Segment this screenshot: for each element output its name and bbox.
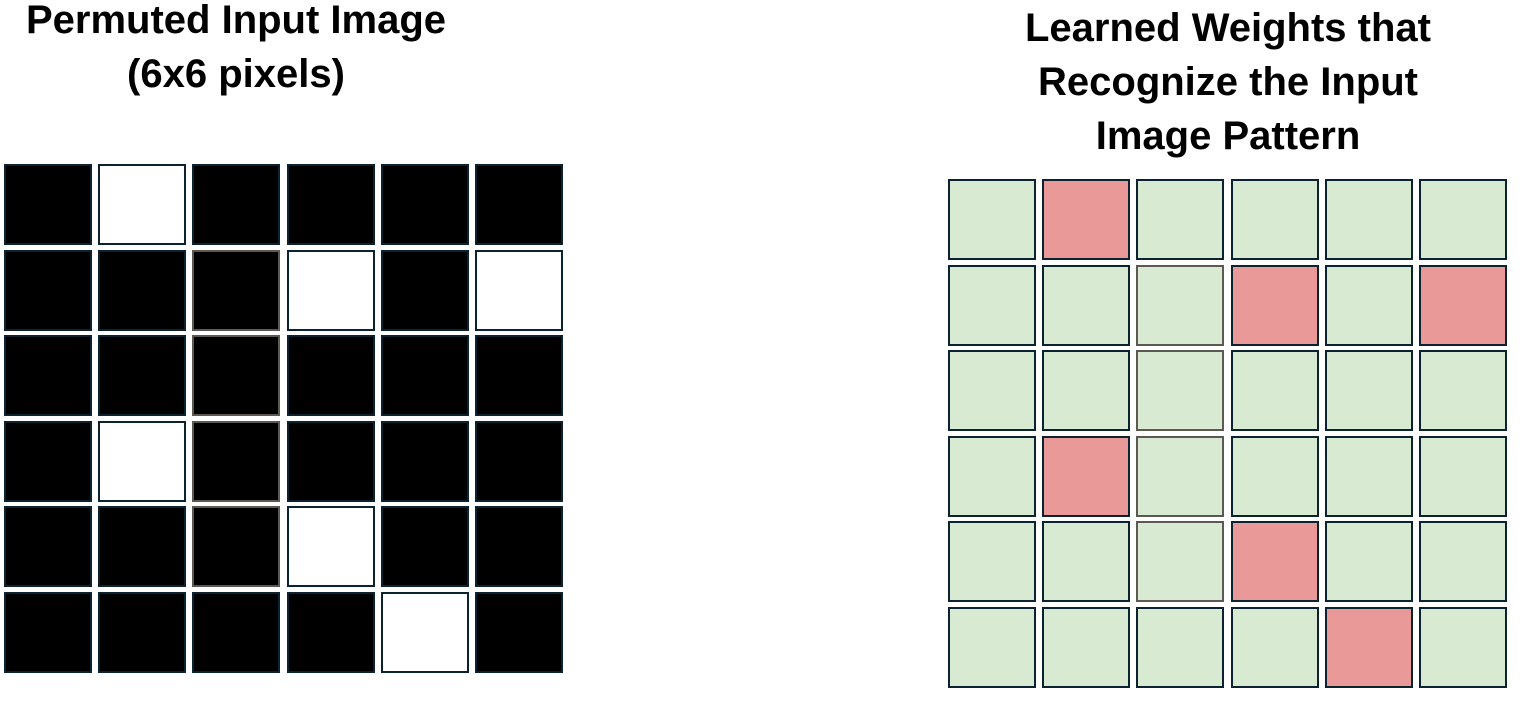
input-pixel-cell-r1-c1 [98, 249, 187, 331]
input-pixel-cell-r4-c4 [380, 506, 469, 588]
input-pixel-cell-r4-c3 [286, 506, 375, 588]
input-pixel-cell-r0-c4 [380, 164, 469, 245]
weight-cell-r4-c4 [1324, 521, 1413, 603]
weight-cell-r4-c5 [1418, 521, 1507, 603]
weight-cell-r5-c0 [948, 606, 1036, 688]
weight-cell-r1-c4 [1324, 264, 1413, 346]
weight-cell-r3-c0 [948, 435, 1036, 517]
input-pixel-cell-r0-c2 [192, 164, 281, 245]
weight-cell-r5-c4 [1324, 606, 1413, 688]
input-pixel-cell-r0-c5 [474, 164, 563, 245]
input-pixel-cell-r2-c3 [286, 335, 375, 417]
weight-cell-r5-c5 [1418, 606, 1507, 688]
weight-cell-r2-c3 [1230, 350, 1319, 432]
input-pixel-cell-r2-c4 [380, 335, 469, 417]
input-pixel-cell-r5-c2 [192, 591, 281, 673]
input-pixel-cell-r5-c5 [474, 591, 563, 673]
weight-cell-r2-c1 [1042, 350, 1131, 432]
input-pixel-cell-r3-c1 [98, 420, 187, 502]
input-pixel-cell-r2-c2 [192, 335, 281, 417]
learned-weights-title-line-1: Learned Weights that [1025, 6, 1431, 50]
input-pixel-cell-r4-c0 [4, 506, 92, 588]
weight-cell-r3-c1 [1042, 435, 1131, 517]
weight-cell-r1-c3 [1230, 264, 1319, 346]
input-pixel-cell-r2-c0 [4, 335, 92, 417]
input-pixel-cell-r5-c3 [286, 591, 375, 673]
input-pixel-cell-r2-c1 [98, 335, 187, 417]
weight-cell-r2-c0 [948, 350, 1036, 432]
weight-cell-r0-c0 [948, 179, 1036, 260]
input-pixel-cell-r5-c4 [380, 591, 469, 673]
learned-weights-grid [948, 179, 1507, 688]
learned-weights-title-line-2: Recognize the Input [1038, 60, 1418, 104]
input-pixel-cell-r4-c1 [98, 506, 187, 588]
input-image-title-line-1: Permuted Input Image [25, 0, 447, 42]
input-pixel-cell-r0-c1 [98, 164, 187, 245]
weight-cell-r4-c0 [948, 521, 1036, 603]
weight-cell-r0-c3 [1230, 179, 1319, 260]
weight-cell-r3-c4 [1324, 435, 1413, 517]
input-pixel-cell-r3-c2 [192, 420, 281, 502]
weight-cell-r5-c2 [1136, 606, 1225, 688]
weight-cell-r1-c2 [1136, 264, 1225, 346]
input-pixel-cell-r1-c0 [4, 249, 92, 331]
weight-cell-r2-c5 [1418, 350, 1507, 432]
input-pixel-cell-r1-c2 [192, 249, 281, 331]
weight-cell-r2-c2 [1136, 350, 1225, 432]
input-image-title-line-2: (6x6 pixels) [127, 52, 345, 96]
weight-cell-r4-c3 [1230, 521, 1319, 603]
weight-cell-r2-c4 [1324, 350, 1413, 432]
input-pixel-cell-r3-c5 [474, 420, 563, 502]
input-image-grid [4, 164, 563, 673]
weight-cell-r4-c2 [1136, 521, 1225, 603]
weight-cell-r0-c4 [1324, 179, 1413, 260]
input-pixel-cell-r1-c4 [380, 249, 469, 331]
weight-cell-r1-c1 [1042, 264, 1131, 346]
weight-cell-r3-c2 [1136, 435, 1225, 517]
input-pixel-cell-r1-c3 [286, 249, 375, 331]
learned-weights-title: Learned Weights that Recognize the Input… [960, 1, 1496, 163]
weight-cell-r0-c2 [1136, 179, 1225, 260]
input-pixel-cell-r4-c2 [192, 506, 281, 588]
input-pixel-cell-r5-c0 [4, 591, 92, 673]
input-pixel-cell-r0-c3 [286, 164, 375, 245]
weight-cell-r0-c5 [1418, 179, 1507, 260]
input-pixel-cell-r3-c4 [380, 420, 469, 502]
weight-cell-r1-c0 [948, 264, 1036, 346]
input-pixel-cell-r3-c3 [286, 420, 375, 502]
input-pixel-cell-r1-c5 [474, 249, 563, 331]
input-pixel-cell-r4-c5 [474, 506, 563, 588]
weight-cell-r3-c5 [1418, 435, 1507, 517]
weight-cell-r5-c3 [1230, 606, 1319, 688]
input-pixel-cell-r3-c0 [4, 420, 92, 502]
weight-cell-r0-c1 [1042, 179, 1131, 260]
weight-cell-r1-c5 [1418, 264, 1507, 346]
input-pixel-cell-r0-c0 [4, 164, 92, 245]
weight-cell-r4-c1 [1042, 521, 1131, 603]
input-pixel-cell-r2-c5 [474, 335, 563, 417]
input-pixel-cell-r5-c1 [98, 591, 187, 673]
weight-cell-r3-c3 [1230, 435, 1319, 517]
weight-cell-r5-c1 [1042, 606, 1131, 688]
learned-weights-title-line-3: Image Pattern [1095, 114, 1361, 158]
input-image-title: Permuted Input Image (6x6 pixels) [0, 0, 472, 101]
